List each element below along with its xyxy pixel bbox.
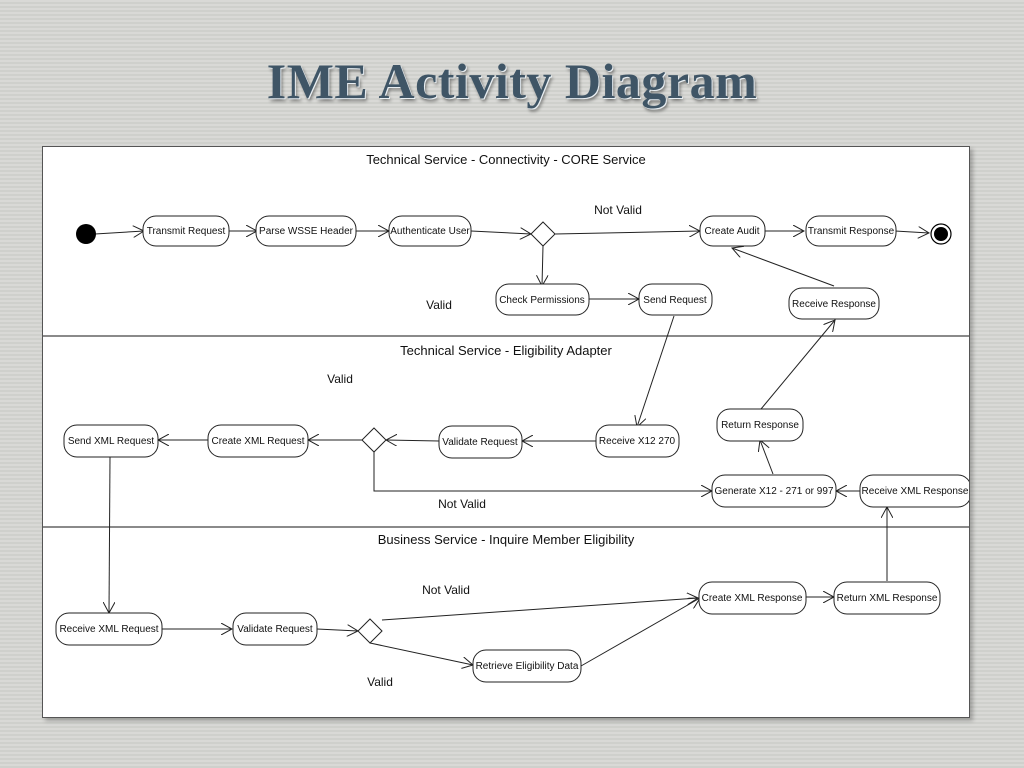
activity-label: Parse WSSE Header	[259, 226, 354, 237]
activity-validate-request-business	[232, 612, 318, 646]
activity-receive-response	[788, 287, 880, 320]
activity-authenticate-user	[388, 215, 472, 247]
activity-label: Receive XML Request	[59, 624, 158, 635]
flow-arrow	[373, 452, 712, 491]
activity-label: Create XML Request	[211, 436, 304, 447]
flow-arrow	[732, 248, 835, 287]
activity-create-xml-request	[207, 424, 309, 458]
activity-label: Return XML Response	[837, 593, 938, 604]
flow-arrow	[316, 629, 358, 631]
activity-label: Send XML Request	[68, 436, 155, 447]
flow-arrow	[369, 642, 473, 665]
lane-title-core-service: Technical Service - Connectivity - CORE …	[366, 152, 646, 167]
activity-label: Receive XML Response	[862, 486, 969, 497]
activity-create-audit	[699, 215, 766, 247]
activity-label: Create XML Response	[702, 593, 803, 604]
activity-send-xml-request	[63, 424, 159, 458]
activity-label: Retrieve Eligibility Data	[476, 661, 579, 672]
flow-arrow	[580, 598, 700, 667]
activity-return-response	[716, 408, 804, 442]
activity-diagram: Technical Service - Connectivity - CORE …	[42, 146, 972, 718]
activity-label: Receive Response	[792, 299, 876, 310]
activity-receive-xml-request	[55, 612, 163, 646]
flow-arrow	[94, 231, 144, 234]
guard-label: Valid	[327, 372, 353, 386]
flow-arrow	[760, 440, 774, 475]
activity-generate-x12	[711, 474, 837, 508]
flow-arrow	[760, 320, 835, 410]
activity-label: Send Request	[643, 295, 707, 306]
activity-label: Transmit Request	[147, 226, 226, 237]
activity-transmit-response	[805, 215, 897, 247]
activity-label: Validate Request	[237, 624, 313, 635]
flow-arrow	[109, 456, 110, 613]
activity-send-request	[638, 283, 713, 316]
guard-label: Not Valid	[438, 497, 486, 511]
activity-check-permissions	[495, 283, 590, 316]
activity-label: Validate Request	[442, 437, 518, 448]
decision-node-authentication	[530, 221, 556, 247]
activity-validate-request-adapter	[438, 425, 523, 459]
flow-arrow	[470, 231, 531, 234]
flow-arrow	[542, 245, 543, 286]
flow-arrow	[554, 231, 700, 234]
start-node	[76, 224, 96, 244]
guard-label: Valid	[426, 298, 452, 312]
activity-retrieve-eligibility-data	[472, 649, 582, 683]
flow-arrow	[386, 440, 440, 441]
end-node	[930, 223, 952, 245]
lane-title-inquire-member-eligibility: Business Service - Inquire Member Eligib…	[378, 532, 635, 547]
activity-label: Authenticate User	[390, 226, 470, 237]
flow-arrow	[637, 315, 675, 427]
activity-label: Generate X12 - 271 or 997	[715, 486, 834, 497]
activity-label: Check Permissions	[499, 295, 585, 306]
activity-create-xml-response	[698, 581, 807, 615]
slide-title: IME Activity Diagram	[266, 53, 758, 109]
activity-receive-x12-270	[595, 424, 680, 458]
flow-arrow	[381, 598, 698, 621]
activity-label: Return Response	[721, 420, 799, 431]
diagram-canvas: Technical Service - Connectivity - CORE …	[43, 152, 972, 689]
decision-node-validation	[361, 427, 387, 453]
lane-title-eligibility-adapter: Technical Service - Eligibility Adapter	[400, 343, 612, 358]
decision-node-business-validation	[357, 618, 383, 644]
activity-label: Receive X12 270	[599, 436, 676, 447]
activity-label: Transmit Response	[808, 226, 895, 237]
activity-label: Create Audit	[704, 226, 759, 237]
activity-return-xml-response	[833, 581, 941, 615]
activity-transmit-request	[142, 215, 230, 247]
guard-label: Valid	[367, 675, 393, 689]
activity-parse-wsse-header	[255, 215, 357, 247]
guard-label: Not Valid	[594, 203, 642, 217]
guard-label: Not Valid	[422, 583, 470, 597]
flow-arrow	[894, 231, 929, 233]
